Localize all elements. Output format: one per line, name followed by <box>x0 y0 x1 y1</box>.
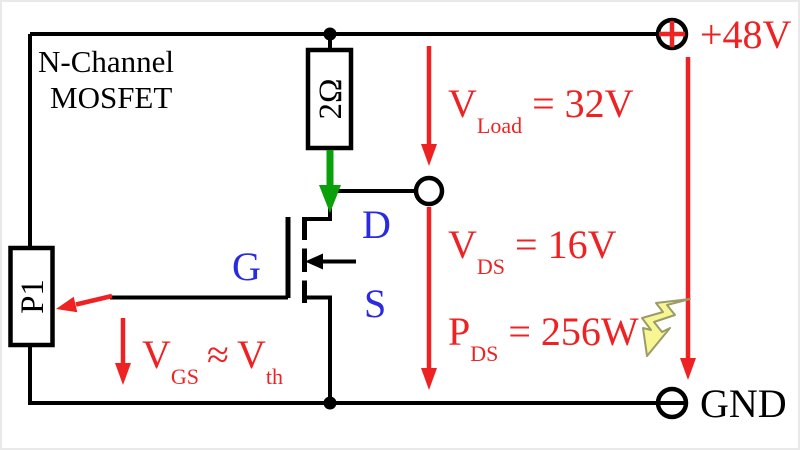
vgs-arrow-head <box>115 363 131 385</box>
wiper-arrow-head <box>56 296 78 313</box>
vth-symbol: V <box>237 332 266 377</box>
vds-value: = 16V <box>515 222 617 267</box>
source-lead <box>304 295 332 403</box>
ground-label: GND <box>700 381 787 426</box>
current-arrow-head <box>319 185 341 213</box>
title-line2: MOSFET <box>50 80 172 115</box>
drain-node-circle <box>413 175 445 207</box>
vgs-symbol: V <box>142 332 171 377</box>
title-line1: N-Channel <box>38 44 174 79</box>
vds-symbol: V <box>448 222 477 267</box>
pds-label: PDS = 256W <box>448 309 639 366</box>
vds-arrow-head <box>421 368 437 390</box>
vload-symbol: V <box>448 81 477 126</box>
source-letter: S <box>364 281 386 326</box>
vth-subscript: th <box>266 364 283 389</box>
pds-symbol: P <box>448 309 470 354</box>
potentiometer-label: P1 <box>15 279 51 314</box>
current-arrow-shaft <box>326 150 334 188</box>
green-down-arrow-icon <box>319 150 341 213</box>
labels: N-Channel MOSFET G D S VLoad= 32V VDS= 1… <box>38 44 639 389</box>
supply-terminal: +48V <box>655 12 792 57</box>
source-label: S <box>364 281 386 326</box>
resistor-2ohm: 2Ω <box>305 47 354 151</box>
gate-letter: G <box>232 244 261 289</box>
supply-label: +48V <box>700 12 792 57</box>
ground-terminal: GND <box>655 381 787 426</box>
supply-to-gnd-arrow-head <box>680 358 696 380</box>
pds-value: = 256W <box>508 309 639 354</box>
plus-cross-icon <box>659 21 685 47</box>
top-junction-dot <box>323 27 337 41</box>
body-arrow-head-icon <box>305 253 323 270</box>
resistor-label: 2Ω <box>313 78 349 119</box>
drain-lead <box>305 148 332 221</box>
bottom-junction-dot <box>323 396 337 410</box>
vload-arrow-head <box>421 144 437 166</box>
pds-subscript: DS <box>470 341 498 366</box>
lightning-bolt-icon <box>641 298 691 357</box>
vgs-label: VGS≈Vth <box>142 332 283 389</box>
drain-letter: D <box>362 202 391 247</box>
drain-label: D <box>362 202 391 247</box>
vgs-approx-sign: ≈ <box>207 332 229 377</box>
vload-subscript: Load <box>477 113 522 138</box>
vload-value: = 32V <box>532 81 634 126</box>
mosfet-symbol <box>285 217 356 303</box>
wiper-arrow-shaft <box>75 293 113 307</box>
potentiometer-p1: P1 <box>8 245 55 348</box>
vload-label: VLoad = 32V <box>448 81 634 138</box>
bottom-wire <box>28 345 658 405</box>
vgs-subscript: GS <box>171 364 199 389</box>
red-annotation-arrows <box>56 46 696 390</box>
vds-label: VDS = 16V <box>448 222 617 279</box>
resistor-body <box>305 47 354 151</box>
potentiometer-body <box>8 245 55 348</box>
gate-label: G <box>232 244 261 289</box>
wires <box>28 32 658 405</box>
vds-subscript: DS <box>477 254 505 279</box>
